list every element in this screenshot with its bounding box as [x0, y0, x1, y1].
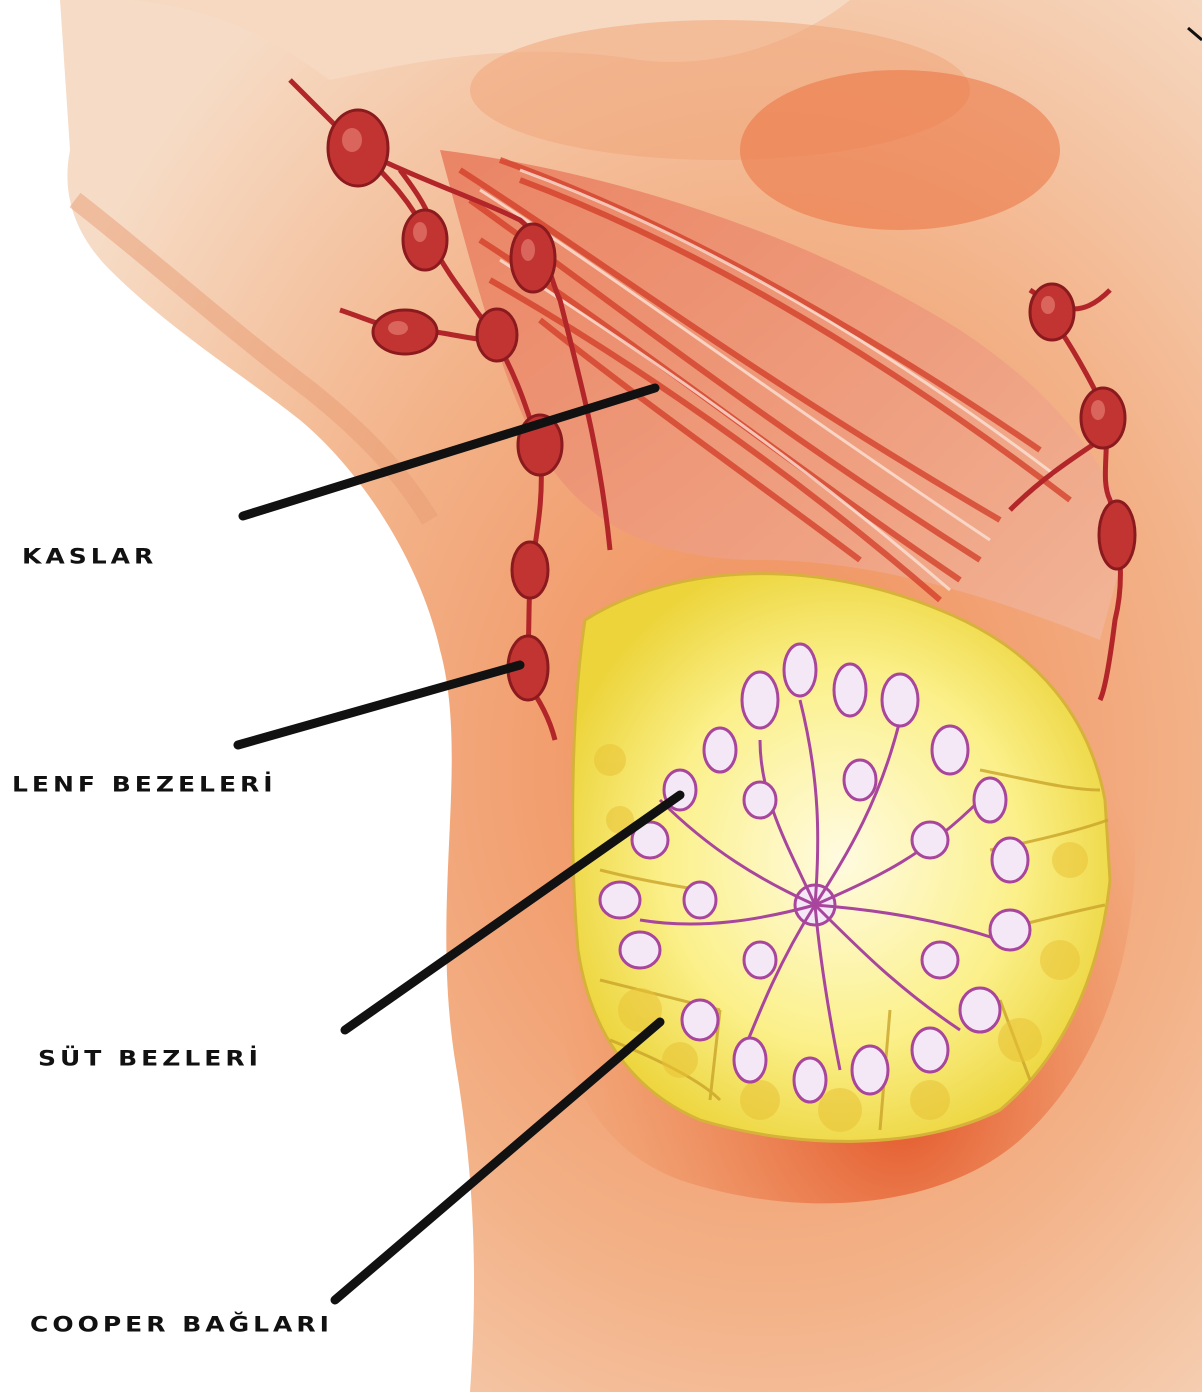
label-cooper-baglari: COOPER BAĞLARI	[30, 1312, 333, 1337]
label-kaslar: KASLAR	[22, 544, 157, 569]
breast-tissue	[548, 541, 1135, 1203]
label-sut-bezleri: SÜT BEZLERİ	[38, 1046, 262, 1071]
label-lenf-bezeleri: LENF BEZELERİ	[12, 772, 277, 797]
